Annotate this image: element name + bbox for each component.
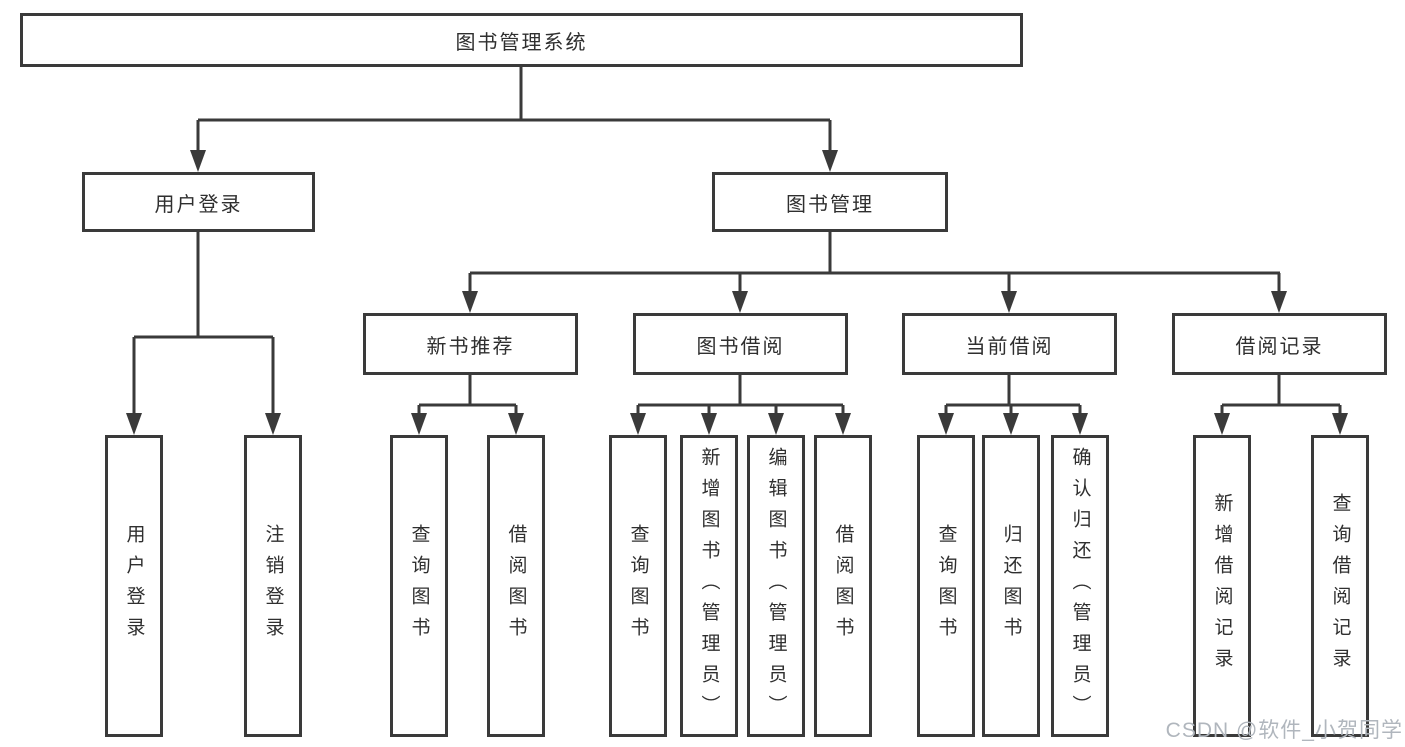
node-user-login-label: 用户登录 — [154, 193, 243, 216]
leaf-edit-book-admin-label: 编辑图书（管理员） — [765, 446, 787, 726]
leaf-query-books-current: 查询图书 — [917, 435, 975, 737]
leaf-query-books-recommendation: 查询图书 — [390, 435, 448, 737]
leaf-query-books-current-label: 查询图书 — [935, 524, 957, 648]
leaf-query-borrow-record-label: 查询借阅记录 — [1329, 493, 1351, 679]
node-book-borrowing-label: 图书借阅 — [696, 335, 785, 358]
leaf-borrow-books-label: 借阅图书 — [832, 524, 854, 648]
node-new-book-recommendation-label: 新书推荐 — [426, 335, 515, 358]
leaf-return-book: 归还图书 — [982, 435, 1040, 737]
node-book-management: 图书管理 — [712, 172, 948, 232]
node-borrowing-records: 借阅记录 — [1172, 313, 1387, 375]
leaf-confirm-return-admin-label: 确认归还（管理员） — [1069, 446, 1091, 726]
leaf-confirm-return-admin: 确认归还（管理员） — [1051, 435, 1109, 737]
leaf-query-borrow-record: 查询借阅记录 — [1311, 435, 1369, 737]
leaf-user-login: 用户登录 — [105, 435, 163, 737]
leaf-borrow-books-recommendation: 借阅图书 — [487, 435, 545, 737]
leaf-query-books-borrowing-label: 查询图书 — [627, 524, 649, 648]
leaf-add-borrow-record-label: 新增借阅记录 — [1211, 493, 1233, 679]
leaf-add-borrow-record: 新增借阅记录 — [1193, 435, 1251, 737]
leaf-user-login-label: 用户登录 — [123, 524, 145, 648]
leaf-logout: 注销登录 — [244, 435, 302, 737]
node-library-management-system: 图书管理系统 — [20, 13, 1023, 67]
leaf-borrow-books-recommendation-label: 借阅图书 — [505, 524, 527, 648]
node-new-book-recommendation: 新书推荐 — [363, 313, 578, 375]
leaf-query-books-recommendation-label: 查询图书 — [408, 524, 430, 648]
leaf-add-book-admin-label: 新增图书（管理员） — [698, 446, 720, 726]
leaf-edit-book-admin: 编辑图书（管理员） — [747, 435, 805, 737]
leaf-logout-label: 注销登录 — [262, 524, 284, 648]
node-user-login: 用户登录 — [82, 172, 315, 232]
node-library-management-system-label: 图书管理系统 — [455, 31, 588, 54]
node-current-borrowing: 当前借阅 — [902, 313, 1117, 375]
leaf-add-book-admin: 新增图书（管理员） — [680, 435, 738, 737]
leaf-return-book-label: 归还图书 — [1000, 524, 1022, 648]
node-book-management-label: 图书管理 — [786, 193, 874, 216]
csdn-watermark: CSDN @软件_小贺同学 — [1165, 719, 1403, 742]
leaf-query-books-borrowing: 查询图书 — [609, 435, 667, 737]
node-borrowing-records-label: 借阅记录 — [1235, 335, 1324, 358]
node-book-borrowing: 图书借阅 — [633, 313, 848, 375]
leaf-borrow-books: 借阅图书 — [814, 435, 872, 737]
node-current-borrowing-label: 当前借阅 — [965, 335, 1054, 358]
